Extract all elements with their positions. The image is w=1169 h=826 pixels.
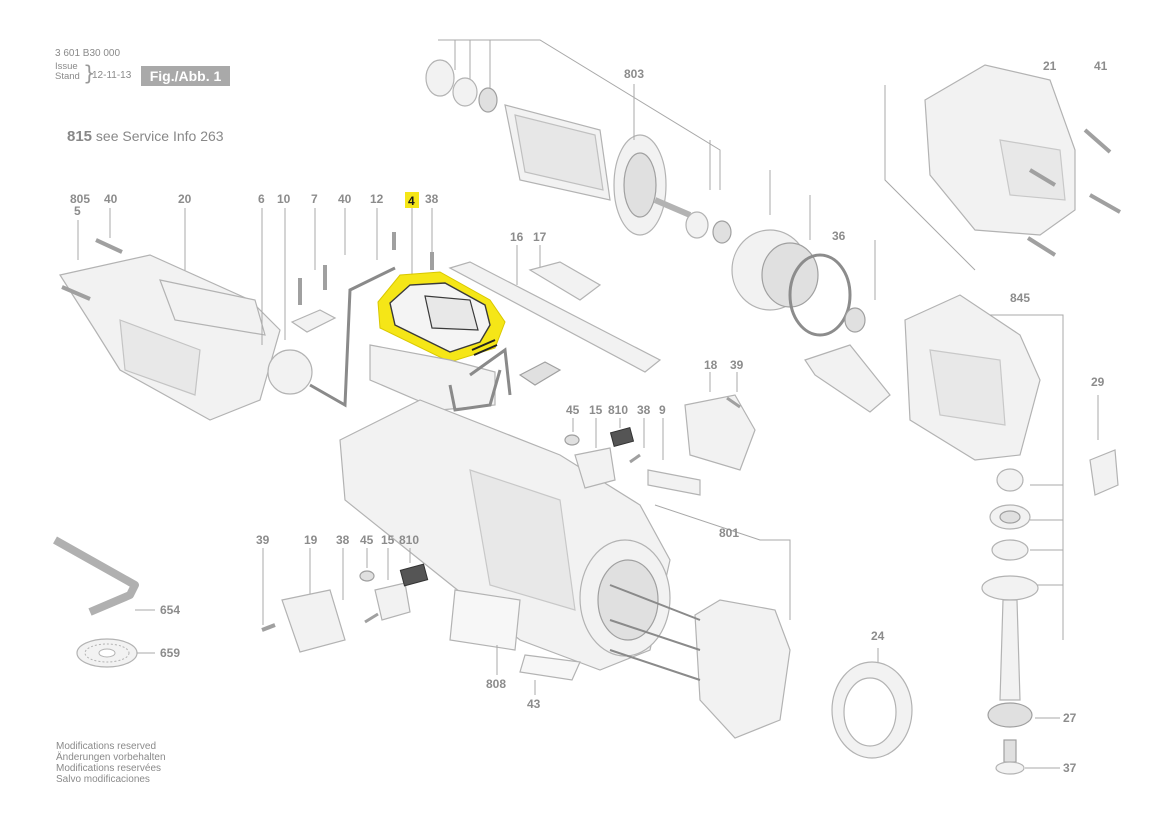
label-15b: 15 [381,533,395,547]
stand-label: Stand [55,71,80,82]
label-37: 37 [1063,761,1077,775]
service-note: 815 see Service Info 263 [67,128,224,145]
label-12: 12 [370,192,384,206]
service-note-part: 815 [67,128,93,145]
label-4-highlighted: 4 [408,194,415,208]
issue-date: 12-11-13 [92,70,132,81]
label-43: 43 [527,697,541,711]
label-38b: 38 [637,403,651,417]
label-39b: 39 [256,533,270,547]
issue-label: Issue [55,61,78,72]
slide-switch-bar-16[interactable] [448,245,662,386]
rating-labels [449,589,581,695]
screws-40-left[interactable] [61,208,123,301]
label-801: 801 [719,526,739,540]
label-highlight-4 [405,192,419,208]
clip-29[interactable] [1089,395,1119,496]
issue-stand-labels: Issue Stand [55,62,80,82]
label-803: 803 [624,67,644,81]
ball-and-cable-10[interactable] [261,208,396,408]
label-45b: 45 [360,533,374,547]
label-18: 18 [704,358,718,372]
footer-line: Salvo modificaciones [56,774,150,785]
ring-24[interactable] [831,648,913,759]
bearing-flange-group[interactable] [709,140,891,413]
label-659: 659 [160,646,180,660]
label-845: 845 [1010,291,1030,305]
protective-cover[interactable] [924,64,1076,236]
label-19: 19 [304,533,318,547]
label-20: 20 [178,192,192,206]
model-code: 3 601 B30 000 [55,48,121,59]
label-39: 39 [730,358,744,372]
brace-glyph: } [83,61,96,85]
field-coil[interactable] [609,584,791,739]
screw-and-block-7[interactable] [290,208,346,333]
spindle-assembly[interactable] [981,314,1064,775]
label-808: 808 [486,677,506,691]
motor-housing-rear[interactable] [59,208,281,421]
label-38c: 38 [336,533,350,547]
label-40: 40 [104,192,118,206]
scale-disc-659[interactable] [76,638,155,668]
label-21: 21 [1043,59,1057,73]
label-810: 810 [608,403,628,417]
label-7: 7 [311,192,318,206]
label-654: 654 [160,603,180,617]
label-805: 805 [70,192,90,206]
switch-body-lower[interactable] [369,344,512,412]
label-40b: 40 [338,192,352,206]
label-810b: 810 [399,533,419,547]
label-29: 29 [1091,375,1105,389]
hex-key-654[interactable] [53,536,155,616]
footer-notice: Modifications reserved Änderungen vorbeh… [56,741,166,785]
armature-assembly[interactable] [425,39,732,244]
label-6: 6 [258,192,265,206]
gear-head-housing[interactable] [884,85,1041,461]
screws-41[interactable] [1026,128,1121,257]
label-38: 38 [425,192,439,206]
brush-holder-upper[interactable] [564,418,701,496]
footer-line: Änderungen vorbehalten [56,752,166,763]
label-36: 36 [832,229,846,243]
brush-cover-18[interactable] [684,372,756,471]
footer-line: Modifications reserved [56,741,157,752]
label-24: 24 [871,629,885,643]
footer-line: Modifications reservées [56,763,162,774]
switch-part-4-highlighted[interactable] [377,208,506,363]
label-41: 41 [1094,59,1108,73]
label-16: 16 [510,230,524,244]
service-note-text: see Service Info 263 [95,128,224,144]
brush-holder-lower[interactable] [261,548,429,653]
label-27: 27 [1063,711,1077,725]
label-17: 17 [533,230,547,244]
screw-12[interactable] [376,208,396,260]
label-10: 10 [277,192,291,206]
label-9: 9 [659,403,666,417]
figure-badge: Fig./Abb. 1 [141,66,230,86]
part-labels: 803 21 41 805 5 40 20 6 10 7 40 12 4 38 … [70,59,1108,775]
label-5: 5 [74,204,81,218]
label-15: 15 [589,403,603,417]
label-45: 45 [566,403,580,417]
